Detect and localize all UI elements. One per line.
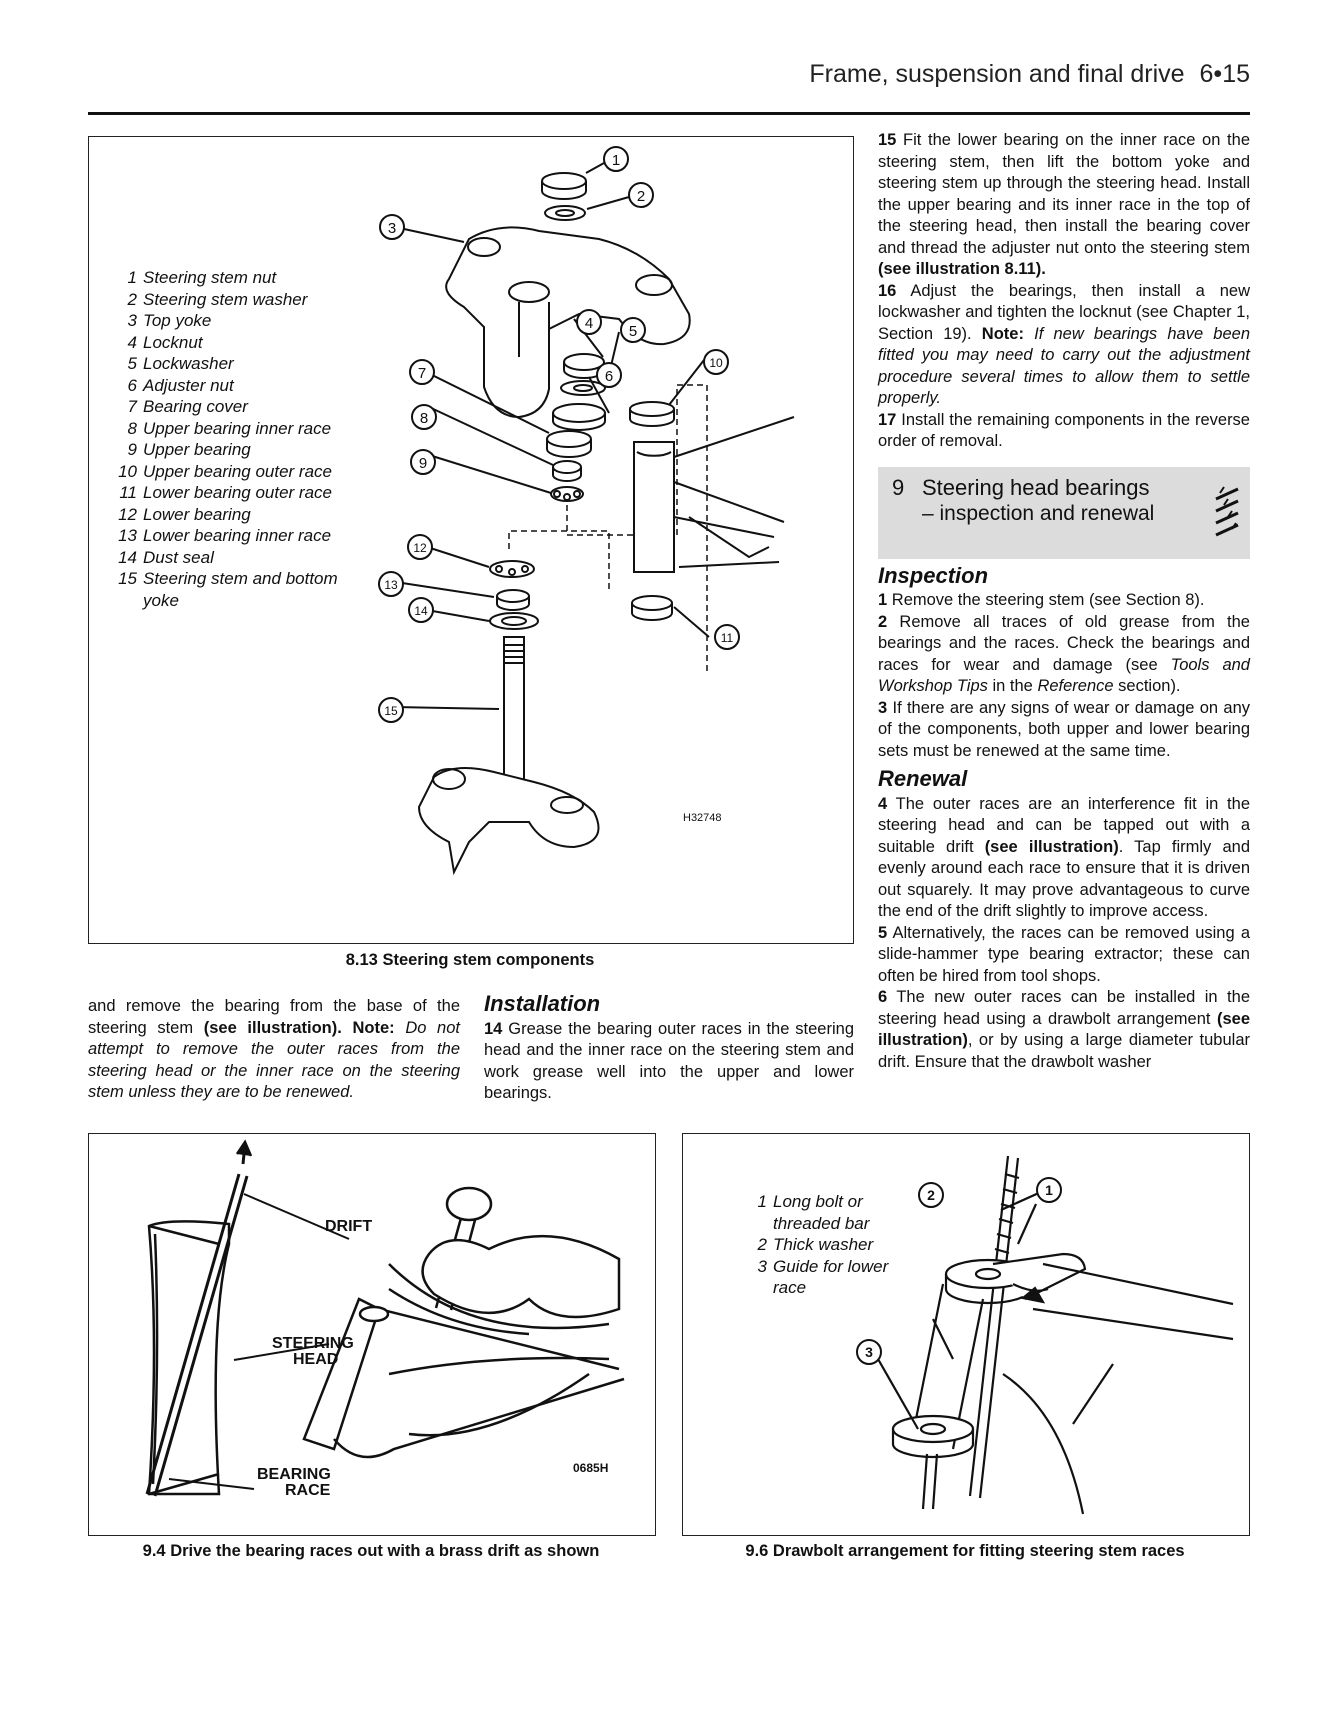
- label-steering: STEERING: [272, 1335, 354, 1352]
- section-9-banner: 9 Steering head bearings – inspection an…: [878, 466, 1250, 559]
- inspection-step-2: 2 Remove all traces of old grease from t…: [878, 612, 1250, 696]
- callout-4: 4: [585, 315, 593, 332]
- figure-9-6-caption: 9.6 Drawbolt arrangement for fitting ste…: [745, 1542, 1185, 1560]
- paragraph-14: 14 Grease the bearing outer races in the…: [484, 1019, 854, 1103]
- label-drift: DRIFT: [325, 1218, 372, 1235]
- page-header: Frame, suspension and final drive 6•15: [809, 60, 1250, 89]
- inspection-heading: Inspection: [878, 562, 989, 588]
- text-continuation: and remove the bearing from the base of …: [88, 997, 460, 1101]
- figure-8-13-caption: 8.13 Steering stem components: [345, 951, 595, 969]
- drawbolt-drawing: 2 1 3: [856, 1155, 1234, 1515]
- figure-ref-code: H32748: [683, 812, 722, 824]
- section-number: 9: [892, 474, 905, 500]
- label-head: HEAD: [293, 1351, 338, 1368]
- renewal-step-6: 6 The new outer races can be installed i…: [878, 988, 1250, 1071]
- paragraph-16: 16 Adjust the bearings, then install a n…: [878, 281, 1250, 408]
- callout-6: 6: [605, 368, 613, 385]
- figure-ref-code: 0685H: [573, 1461, 608, 1475]
- callout-3: 3: [865, 1344, 873, 1360]
- callout-14: 14: [414, 604, 428, 618]
- renewal-heading: Renewal: [878, 766, 968, 791]
- paragraph-15: 15 Fit the lower bearing on the inner ra…: [878, 131, 1250, 278]
- figure-9-4-caption: 9.4 Drive the bearing races out with a b…: [142, 1542, 600, 1560]
- brass-drift-drawing: DRIFT STEERING HEAD BEARING RACE 0685H: [145, 1139, 625, 1499]
- header-title: Frame, suspension and final drive: [809, 60, 1185, 88]
- callout-15: 15: [384, 704, 398, 718]
- callout-10: 10: [709, 356, 723, 370]
- callout-12: 12: [413, 541, 427, 555]
- renewal-step-5: 5 Alternatively, the races can be remove…: [878, 923, 1250, 985]
- callout-2: 2: [637, 188, 645, 205]
- right-column: 15 Fit the lower bearing on the inner ra…: [878, 130, 1250, 1073]
- header-rule: [88, 112, 1250, 115]
- callout-7: 7: [418, 365, 426, 382]
- paragraph-17: 17 Install the remaining components in t…: [878, 410, 1250, 451]
- callout-1: 1: [612, 152, 620, 169]
- figure-9-4: DRIFT STEERING HEAD BEARING RACE 0685H: [88, 1133, 656, 1536]
- callout-2: 2: [927, 1187, 935, 1203]
- difficulty-rating-icon: [1215, 485, 1239, 536]
- callout-8: 8: [420, 410, 428, 427]
- label-race: RACE: [285, 1482, 331, 1499]
- inspection-step-3: 3 If there are any signs of wear or dama…: [878, 698, 1250, 760]
- steering-stem-exploded-drawing: 1 2 3 4 5 6 7 8 9 10 11 12 13 14 15 H327…: [378, 146, 795, 876]
- callout-1: 1: [1045, 1182, 1053, 1198]
- callout-3: 3: [388, 220, 396, 237]
- section-subtitle: – inspection and renewal: [922, 501, 1155, 525]
- installation-section: Installation 14 Grease the bearing outer…: [484, 993, 854, 1105]
- renewal-step-4: 4 The outer races are an interference fi…: [878, 794, 1250, 921]
- page-number: 6•15: [1199, 60, 1250, 88]
- installation-heading: Installation: [484, 991, 601, 1016]
- callout-5: 5: [629, 323, 637, 340]
- label-bearing: BEARING: [257, 1466, 331, 1483]
- callout-9: 9: [419, 455, 427, 472]
- section-title: Steering head bearings: [922, 474, 1150, 500]
- callout-13: 13: [384, 578, 398, 592]
- callout-11: 11: [721, 631, 734, 645]
- inspection-step-1: 1 Remove the steering stem (see Section …: [878, 591, 1205, 609]
